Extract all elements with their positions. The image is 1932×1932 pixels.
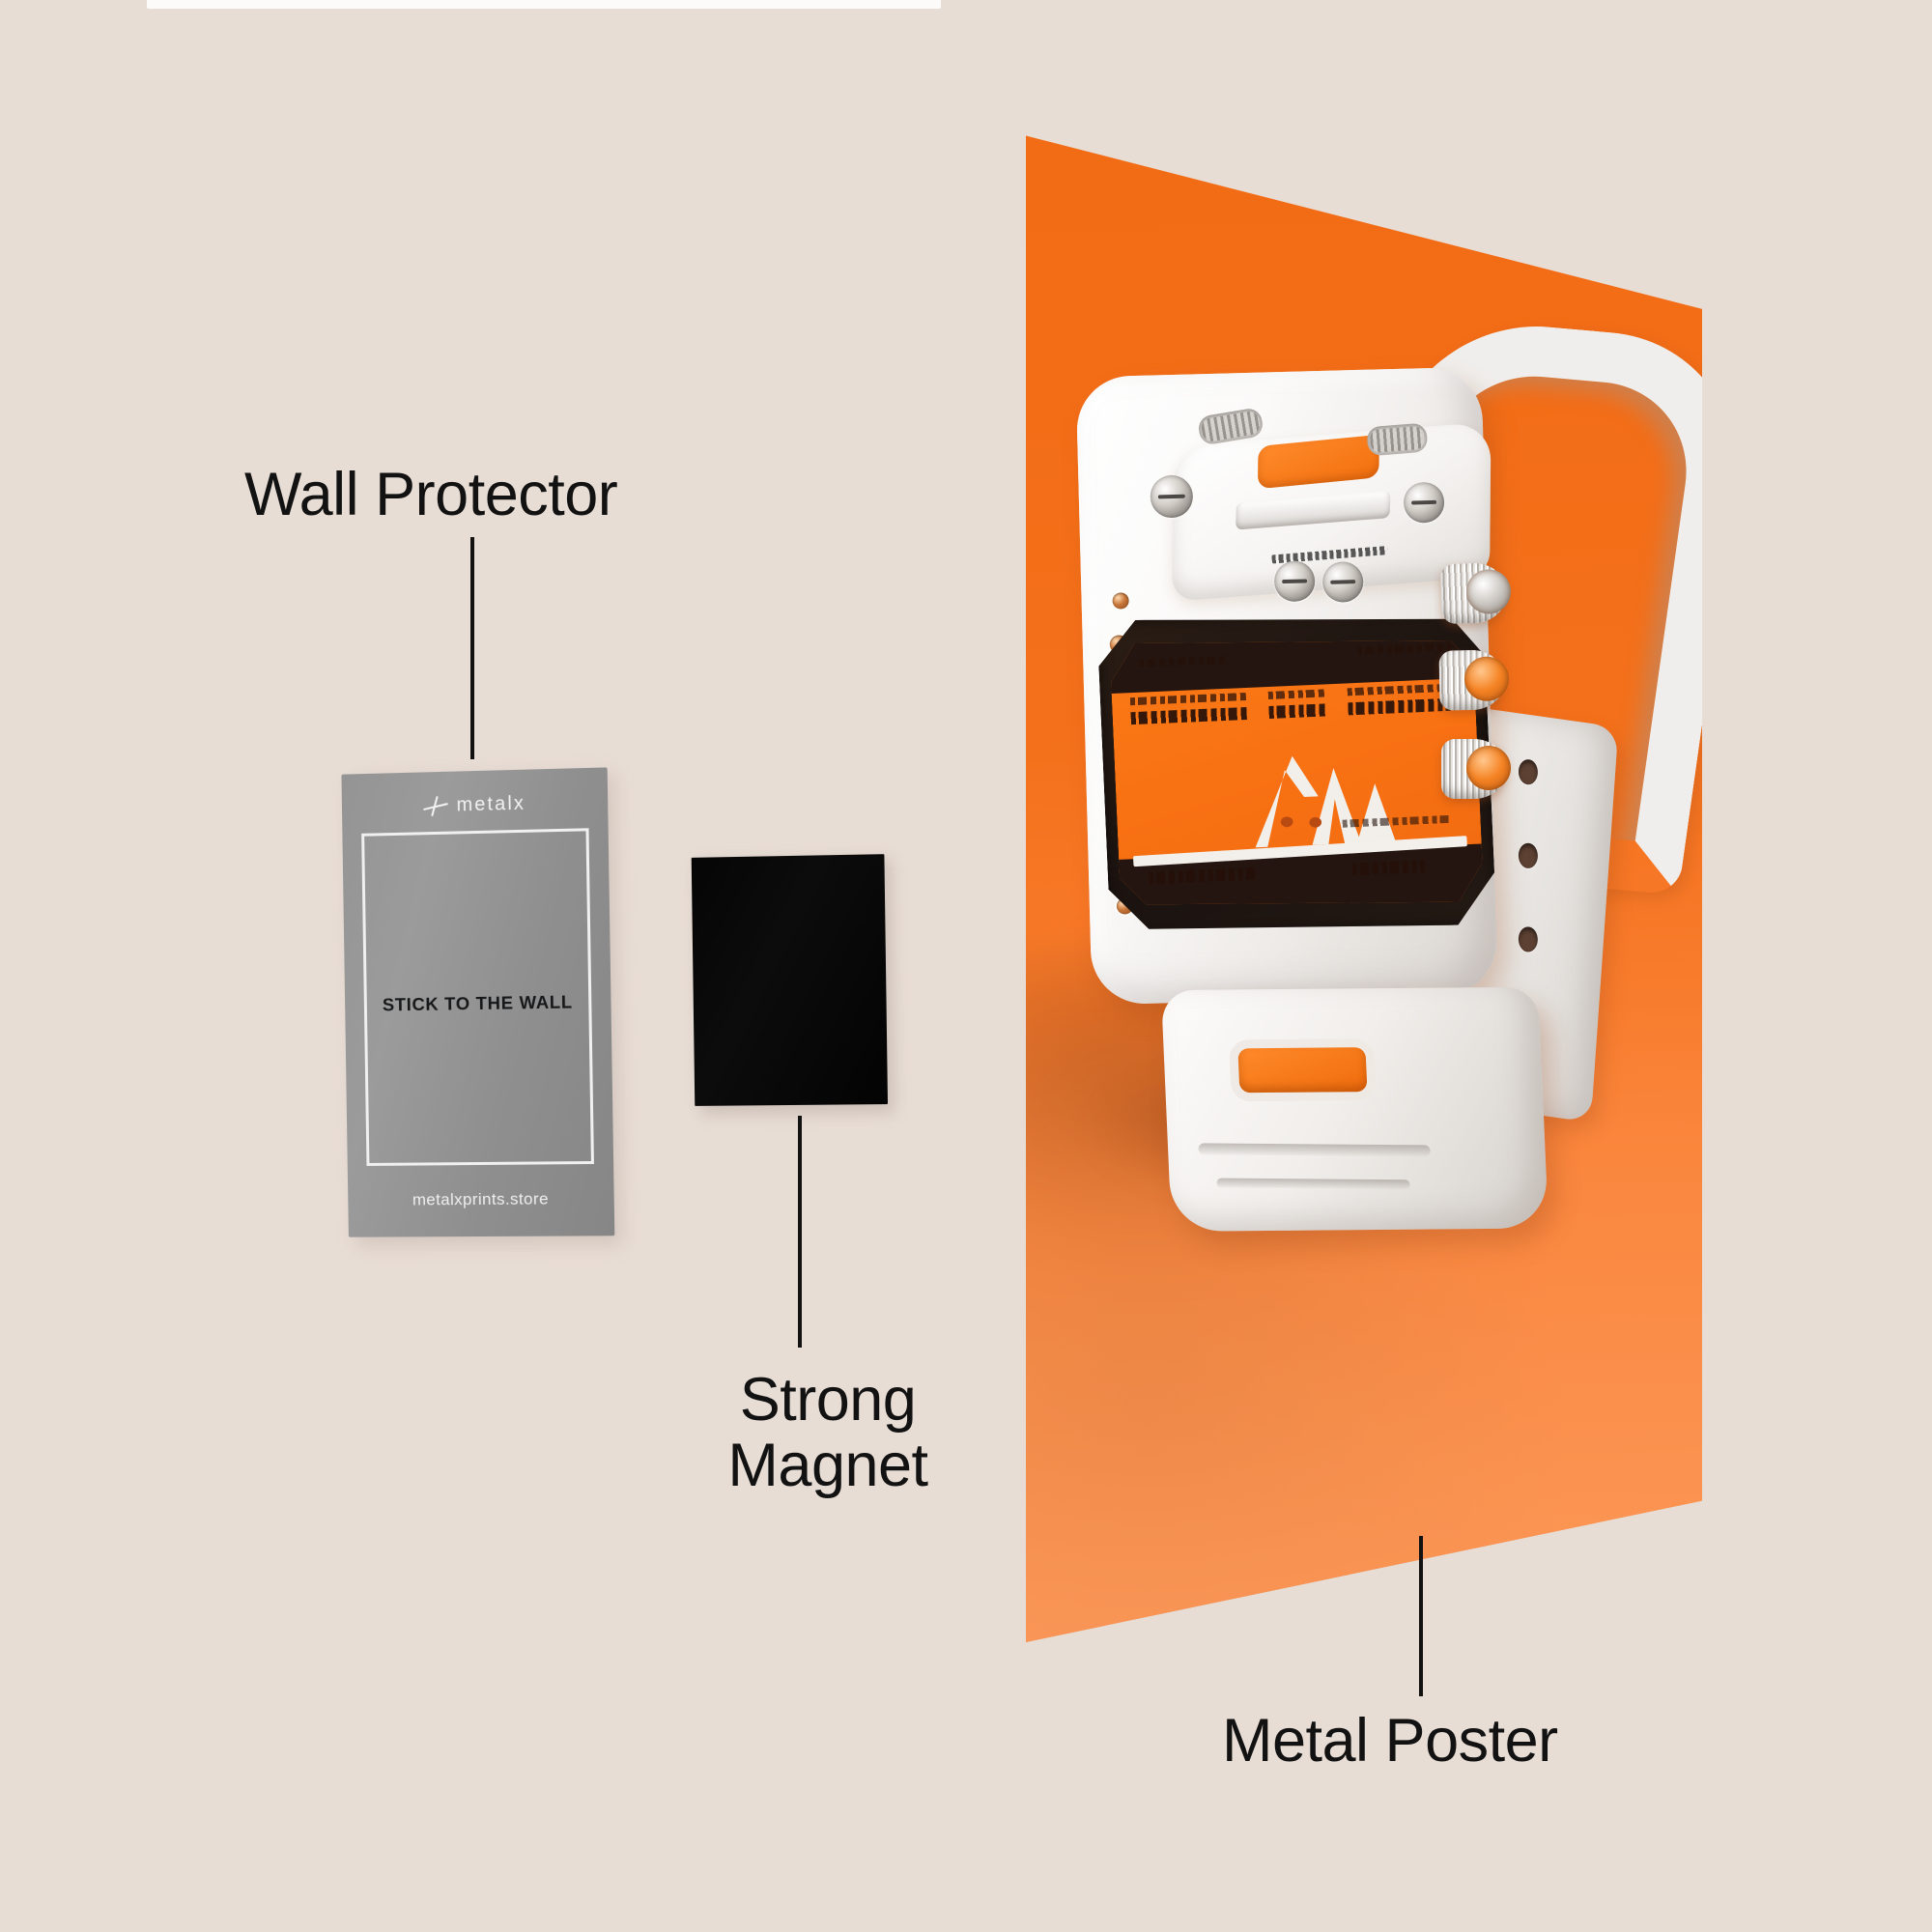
case-rivet-left (1112, 592, 1129, 610)
watch-crown-bottom (1441, 739, 1511, 799)
case-screw-center-right (1321, 560, 1364, 603)
callout-label-wall-protector: Wall Protector (244, 461, 618, 528)
wall-protector-store-url: metalxprints.store (412, 1189, 550, 1209)
screen-readout-glyphs (1267, 690, 1325, 700)
screen-readout-glyphs (1348, 684, 1450, 696)
strong-magnet-tile (691, 854, 895, 1115)
strap-hole (1518, 841, 1539, 870)
wall-protector-instruction: STICK TO THE WALL (382, 991, 574, 1015)
brand-wordmark: metalx (456, 792, 526, 816)
callout-label-metal-poster: Metal Poster (1222, 1707, 1558, 1775)
watch-product-render (1026, 256, 1702, 1319)
case-vent-right (1366, 422, 1429, 457)
screen-readout-glyphs (1130, 706, 1247, 724)
leader-line-strong-magnet (798, 1116, 802, 1348)
leader-line-wall-protector (470, 537, 474, 759)
wall-protector-face: metalx STICK TO THE WALL metalxprints.st… (341, 767, 615, 1237)
lower-case-groove (1216, 1178, 1410, 1190)
wall-protector-card: metalx STICK TO THE WALL metalxprints.st… (341, 767, 623, 1247)
strap-hole (1518, 925, 1539, 953)
case-screw-center-left (1273, 560, 1316, 603)
top-white-strip (147, 0, 941, 9)
crown-cap (1466, 746, 1511, 790)
metal-poster-panel (1026, 135, 1702, 1642)
watch-case-body (1075, 366, 1549, 1232)
callout-label-strong-magnet: Strong Magnet (727, 1366, 928, 1500)
lower-case-orange-accent (1237, 1047, 1368, 1094)
watch-display-screen (1109, 629, 1484, 917)
mountain-peaks-icon (1194, 741, 1402, 853)
screen-readout-glyphs (1268, 703, 1327, 719)
watch-lower-case (1160, 986, 1549, 1232)
strap-hole (1518, 757, 1539, 786)
lower-case-groove (1198, 1143, 1431, 1157)
magnet-face (691, 854, 889, 1106)
screen-readout-glyphs (1349, 697, 1451, 715)
leader-line-metal-poster (1419, 1536, 1423, 1696)
metalx-cross-icon (423, 796, 448, 817)
screen-readout-glyphs (1130, 693, 1247, 705)
wall-protector-brand-row: metalx (342, 791, 609, 820)
